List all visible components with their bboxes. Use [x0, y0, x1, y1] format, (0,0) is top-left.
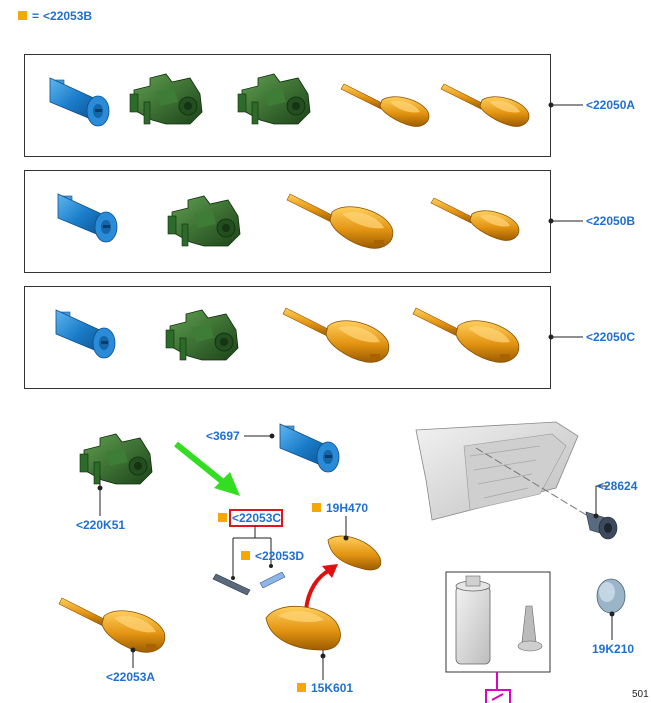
kit-b-parts: [57, 193, 520, 249]
key-blade-callout: <22053C: [218, 511, 281, 525]
remote-body-callout: 15K601: [297, 681, 353, 695]
magenta-link-icon[interactable]: [485, 672, 511, 703]
key-image: [340, 83, 430, 127]
kit-leaders: [548, 102, 583, 340]
cylinder-image: [279, 423, 340, 473]
orange-square-icon: [297, 683, 306, 692]
key-image: [286, 193, 394, 249]
orange-square-icon: [241, 551, 250, 560]
highlight-box: [229, 509, 283, 527]
key-full-ref-link[interactable]: <22053A: [106, 670, 156, 684]
remote-cover-image: [327, 535, 382, 571]
kit-a-ref-link[interactable]: <22050A: [586, 98, 636, 112]
legend-equals: =: [32, 9, 40, 23]
cap-ref[interactable]: 19K210: [592, 642, 635, 656]
insert-image: [259, 571, 286, 589]
key-image: [430, 197, 520, 241]
key-image: [282, 307, 390, 363]
legend: =<22053B: [18, 9, 92, 23]
orange-square-icon: [218, 513, 227, 522]
key-image: [412, 307, 520, 363]
housing-image: [129, 73, 203, 125]
insert-callout: <22053D: [241, 549, 304, 563]
remote-cover-callout: 19H470: [312, 501, 368, 515]
red-arrow-icon: [304, 564, 338, 611]
cap-image: [596, 578, 626, 614]
key-image: [58, 597, 166, 653]
housing-image: [79, 433, 153, 485]
key-blade-ref-link[interactable]: <22053C: [232, 511, 282, 525]
key-image: [440, 83, 530, 127]
key-blade-image: [212, 573, 251, 596]
kit-a-parts: [49, 73, 530, 127]
housing-ref-link[interactable]: <220K51: [76, 518, 126, 532]
kit-b-ref-link[interactable]: <22050B: [586, 214, 636, 228]
bracket-image: [415, 421, 589, 521]
insert-ref-link[interactable]: <22053D: [255, 549, 305, 563]
orange-square-icon: [18, 11, 27, 20]
cylinder-ref-link[interactable]: <3697: [206, 429, 240, 443]
remote-body-ref[interactable]: 15K601: [311, 681, 354, 695]
orange-square-icon: [312, 503, 321, 512]
kit-c-parts: [55, 307, 520, 363]
housing-image: [165, 309, 239, 361]
cylinder-image: [55, 309, 116, 359]
housing-image: [237, 73, 311, 125]
cylinder-image: [49, 77, 110, 127]
remote-cover-ref[interactable]: 19H470: [326, 501, 369, 515]
sealant-tube-image: [455, 575, 543, 665]
screw-ref-link[interactable]: <28624: [597, 479, 638, 493]
page-number: 501: [632, 689, 649, 700]
housing-image: [167, 195, 241, 247]
green-arrow-icon: [174, 441, 240, 496]
screw-image: [585, 511, 618, 540]
cylinder-image: [57, 193, 118, 243]
legend-ref-link[interactable]: <22053B: [43, 9, 93, 23]
kit-c-ref-link[interactable]: <22050C: [586, 330, 636, 344]
